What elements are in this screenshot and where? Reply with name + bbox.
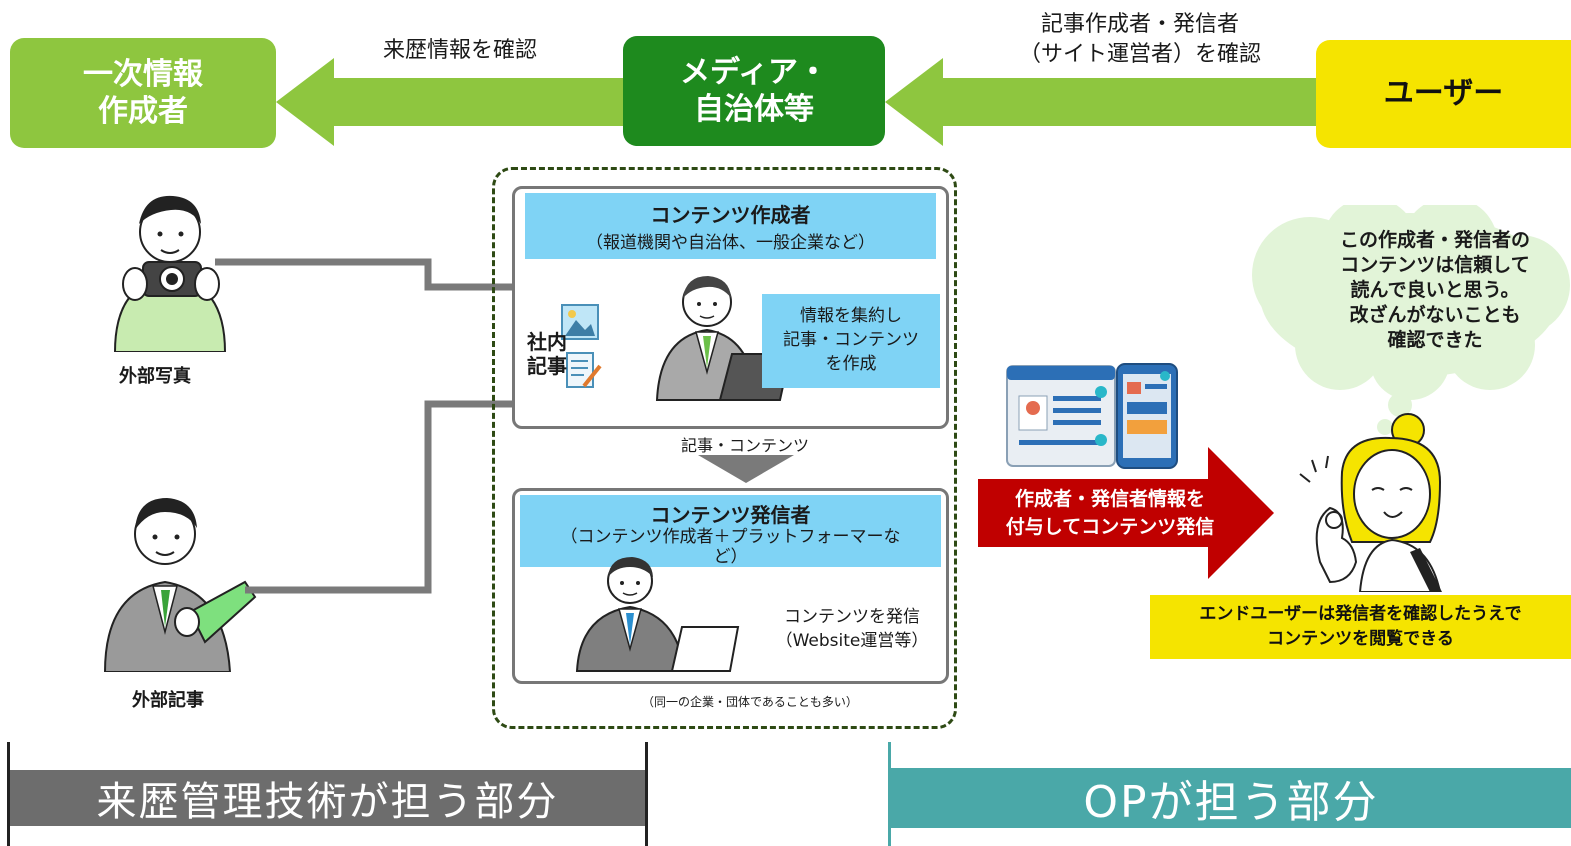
content-creator-header: コンテンツ作成者 （報道機関や自治体、一般企業など） — [525, 193, 936, 259]
arrow-media-to-primary — [276, 58, 624, 146]
creator-note-line2: 記事・コンテンツ — [783, 330, 919, 351]
content-creator-illustration — [655, 276, 792, 401]
end-user-note: エンドユーザーは発信者を確認したうえで コンテンツを閲覧できる — [1150, 595, 1571, 659]
media-line1: メディア・ — [680, 54, 828, 90]
external-article-label: 外部記事 — [132, 690, 204, 711]
photographer-illustration — [113, 195, 227, 352]
image-icon — [561, 304, 599, 340]
check-author-line1: 記事作成者・発信者 — [1040, 12, 1239, 37]
same-organization-note: （同一の企業・団体であることも多い） — [642, 695, 858, 709]
creator-note-line1: 情報を集約し — [800, 306, 902, 327]
internal-line2: 記事 — [527, 354, 567, 378]
user-box: ユーザー — [1316, 40, 1571, 148]
op-banner: OPが担う部分 — [891, 768, 1571, 828]
thought-line3: 読んで良いと思う。 — [1350, 279, 1520, 302]
publisher-note: コンテンツを発信 （Website運営等） — [762, 606, 942, 654]
check-author-line2: （サイト運営者）を確認 — [1018, 41, 1261, 67]
external-photo-label: 外部写真 — [119, 366, 191, 387]
primary-creator-line2: 作成者 — [98, 94, 188, 129]
thought-bubble — [1252, 205, 1570, 435]
primary-creator-line1: 一次情報 — [83, 56, 203, 92]
creator-note-line3: を作成 — [825, 353, 877, 374]
primary-info-creator-box: 一次情報作成者 — [10, 38, 276, 148]
thought-line2: コンテンツは信頼して — [1340, 254, 1530, 277]
user-thought-text: この作成者・発信者の コンテンツは信頼して 読んで良いと思う。 改ざんがないこと… — [1290, 228, 1571, 353]
red-line2: 付与してコンテンツ発信 — [1005, 515, 1215, 538]
content-publisher-subtitle: （コンテンツ作成者＋プラットフォーマーなど） — [520, 527, 941, 567]
content-publisher-header: コンテンツ発信者 （コンテンツ作成者＋プラットフォーマーなど） — [520, 495, 941, 567]
check-history-label: 来歴情報を確認 — [382, 38, 537, 63]
document-edit-icon — [566, 352, 602, 388]
verified-content-devices-icon — [1006, 363, 1178, 469]
internal-article-label: 社内記事 — [527, 330, 567, 378]
content-publisher-title: コンテンツ発信者 — [650, 503, 811, 527]
creator-note: 情報を集約し記事・コンテンツを作成 — [762, 294, 940, 388]
thought-line5: 確認できた — [1387, 329, 1483, 352]
writer-illustration — [103, 498, 257, 672]
content-creator-title: コンテンツ作成者 — [650, 203, 811, 227]
user-label: ユーザー — [1383, 76, 1504, 112]
internal-line1: 社内 — [527, 330, 567, 354]
content-publisher-illustration — [575, 557, 740, 672]
red-line1: 作成者・発信者情報を — [1014, 488, 1205, 510]
publish-with-author-info-label: 作成者・発信者情報を付与してコンテンツ発信 — [985, 486, 1235, 541]
content-creator-subtitle: （報道機関や自治体、一般企業など） — [586, 233, 875, 253]
yellow-line1: エンドユーザーは発信者を確認したうえで — [1199, 603, 1522, 624]
thought-line4: 改ざんがないことも — [1349, 304, 1521, 327]
article-content-flow-label: 記事・コンテンツ — [680, 436, 809, 455]
check-author-label: 記事作成者・発信者 （サイト運営者）を確認 — [975, 10, 1305, 69]
thought-line1: この作成者・発信者の — [1339, 229, 1530, 251]
content-group-dashed — [492, 167, 957, 729]
publisher-subtitle-line2: ど） — [713, 546, 748, 567]
down-arrow — [698, 455, 794, 483]
provenance-bracket-left — [7, 742, 10, 846]
end-user-illustration — [1299, 413, 1442, 592]
provenance-bracket-right — [645, 742, 648, 846]
op-bracket-left — [888, 742, 891, 846]
yellow-line2: コンテンツを閲覧できる — [1267, 629, 1454, 649]
publisher-subtitle-line1: （コンテンツ作成者＋プラットフォーマーな — [560, 527, 901, 547]
media-box: メディア・自治体等 — [623, 36, 885, 146]
publisher-note-line2: （Website運営等） — [775, 630, 929, 651]
arrow-user-to-media — [885, 58, 1317, 146]
media-line2: 自治体等 — [694, 92, 814, 127]
publisher-note-line1: コンテンツを発信 — [784, 607, 920, 627]
provenance-tech-banner: 来歴管理技術が担う部分 — [10, 770, 645, 826]
publish-with-author-info-arrow — [978, 447, 1274, 579]
